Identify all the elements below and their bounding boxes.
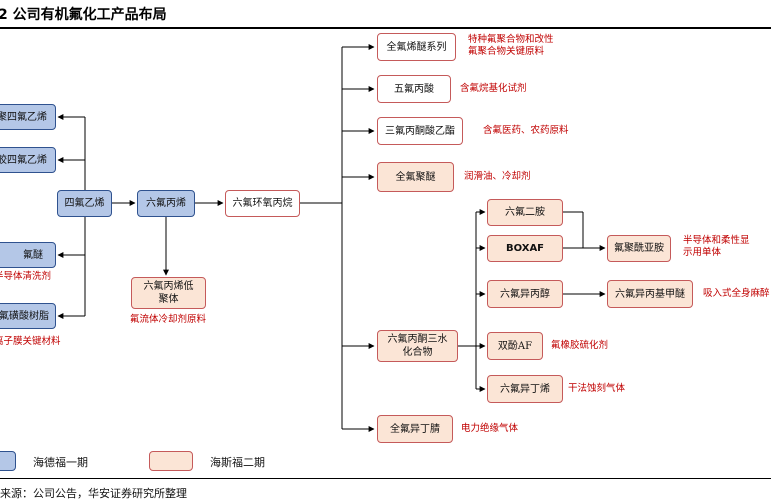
node-hfa-trihydrate: 六氟丙酮三水 化合物 bbox=[377, 330, 458, 362]
node-pfpe: 全氟聚醚 bbox=[377, 162, 454, 192]
figure-title: 2 公司有机氟化工产品布局 bbox=[0, 3, 771, 29]
note-electric-insulation: 电力绝缘气体 bbox=[461, 423, 519, 434]
note-special-fluoropolymer: 特种氟聚合物和改性 氟聚合物关键原料 bbox=[468, 34, 554, 57]
legend-swatch-phase2 bbox=[149, 451, 193, 471]
node-hfip: 六氟异丙醇 bbox=[487, 280, 563, 308]
legend-label-phase2: 海斯福二期 bbox=[210, 456, 265, 469]
node-hfp-oligomer: 六氟丙烯低 聚体 bbox=[131, 277, 206, 309]
node-boxaf: BOXAF bbox=[487, 235, 563, 262]
legend-swatch-phase1 bbox=[0, 451, 16, 471]
node-polyimide: 氟聚酰亚胺 bbox=[607, 235, 671, 262]
node-pfsa-resin: 全氟磺酸树脂 bbox=[0, 303, 56, 329]
node-hfp: 六氟丙烯 bbox=[137, 190, 195, 217]
node-hf-diamine: 六氟二胺 bbox=[487, 199, 563, 226]
node-pfpa: 五氟丙酸 bbox=[377, 75, 451, 103]
note-pharma-agro: 含氟医药、农药原料 bbox=[483, 125, 569, 136]
node-hfip-methyl-ether: 六氟异丙基甲醚 bbox=[607, 280, 693, 308]
note-dry-etching-gas: 干法蚀刻气体 bbox=[568, 383, 626, 394]
legend-label-phase1: 海德福一期 bbox=[33, 456, 88, 469]
note-semiconductor-cleaner: 半导体清洗剂 bbox=[0, 271, 52, 282]
node-pfin: 全氟异丁腈 bbox=[377, 415, 453, 443]
note-semiconductor-display: 半导体和柔性显 示用单体 bbox=[683, 235, 750, 258]
node-fluororubber-tfe: 氟橡胶四氟乙烯 bbox=[0, 147, 56, 173]
note-anesthesia: 吸入式全身麻醉 bbox=[703, 288, 770, 299]
node-ptfe: 聚四氟乙烯 bbox=[0, 104, 56, 130]
node-pfve-series: 全氟烯醚系列 bbox=[377, 33, 456, 61]
node-tfpe: 三氟丙酮酸乙酯 bbox=[377, 117, 463, 145]
source-note: 资料来源：公司公告，华安证券研究所整理 bbox=[0, 478, 771, 501]
node-hfib: 六氟异丁烯 bbox=[487, 375, 563, 403]
note-ion-membrane: 离子膜关键材料 bbox=[0, 336, 61, 347]
node-bpaf: 双酚AF bbox=[487, 332, 543, 360]
node-hfpo: 六氟环氧丙烷 bbox=[225, 190, 300, 217]
note-rubber-vulcanizer: 氟橡胶硫化剂 bbox=[551, 340, 609, 351]
node-fluoro-ether: 氟醚 bbox=[0, 242, 56, 268]
note-fluoro-coolant: 氟流体冷却剂原料 bbox=[130, 314, 207, 325]
note-fluoroalkylation: 含氟烷基化试剂 bbox=[460, 83, 527, 94]
node-tfe: 四氟乙烯 bbox=[57, 190, 112, 217]
note-lubricant-coolant: 润滑油、冷却剂 bbox=[464, 171, 531, 182]
